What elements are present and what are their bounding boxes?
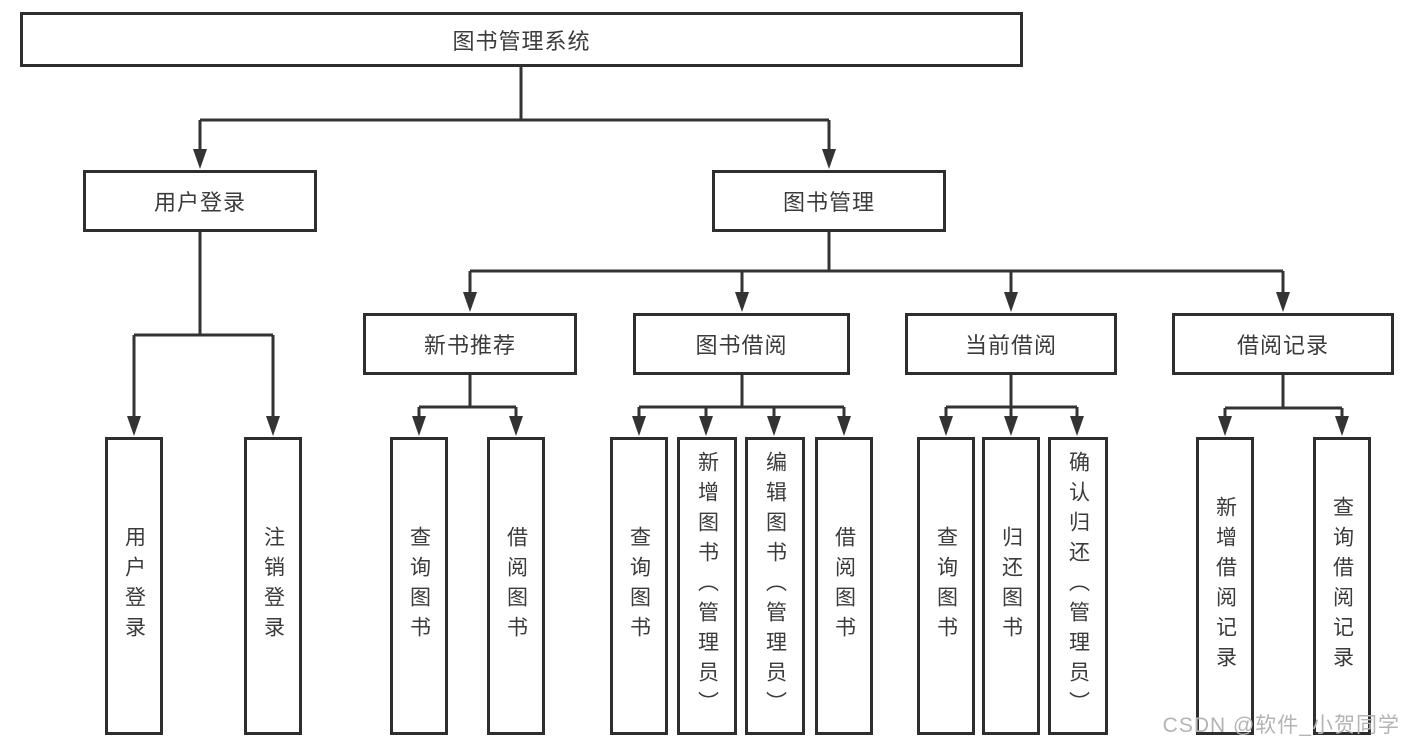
arrowhead-icon — [1004, 416, 1018, 436]
leaf-logout-login: 注销登录 — [244, 437, 302, 735]
arrowhead-icon — [1070, 416, 1084, 436]
leaf-add-borrow-record: 新增借阅记录 — [1196, 437, 1254, 735]
leaf-return-books: 归还图书 — [982, 437, 1040, 735]
node-label: 图书管理 — [782, 190, 875, 215]
node-user-login: 用户登录 — [83, 170, 317, 232]
arrowhead-icon — [463, 292, 477, 312]
node-book-management: 图书管理 — [712, 170, 946, 232]
leaf-edit-books-admin: 编辑图书（管理员） — [745, 437, 805, 735]
arrowhead-icon — [939, 416, 953, 436]
arrowhead-icon — [837, 416, 851, 436]
leaf-query-books-current: 查询图书 — [917, 437, 975, 735]
arrowhead-icon — [735, 292, 749, 312]
watermark: CSDN @软件_小贺同学 — [1162, 714, 1400, 737]
node-label: 查询图书 — [934, 526, 958, 646]
arrowhead-icon — [193, 149, 207, 169]
node-label: 图书借阅 — [695, 333, 788, 358]
node-label: 注销登录 — [261, 526, 285, 646]
node-label: 图书管理系统 — [452, 28, 591, 54]
node-label: 新增图书（管理员） — [695, 451, 719, 721]
node-label: 编辑图书（管理员） — [763, 451, 787, 721]
node-borrow-records: 借阅记录 — [1172, 313, 1394, 375]
arrowhead-icon — [1335, 416, 1349, 436]
node-label: 借阅图书 — [504, 526, 528, 646]
arrowhead-icon — [509, 416, 523, 436]
node-label: 归还图书 — [999, 526, 1023, 646]
node-label: 查询图书 — [627, 526, 651, 646]
arrowhead-icon — [699, 416, 713, 436]
arrowhead-icon — [266, 416, 280, 436]
node-new-book-recommend: 新书推荐 — [363, 313, 577, 375]
leaf-query-books-borrow: 查询图书 — [610, 437, 668, 735]
arrowhead-icon — [1276, 292, 1290, 312]
leaf-query-books-recommend: 查询图书 — [390, 437, 448, 735]
arrowhead-icon — [767, 416, 781, 436]
arrowhead-icon — [127, 416, 141, 436]
node-label: 确认归还（管理员） — [1066, 451, 1090, 721]
node-root: 图书管理系统 — [20, 12, 1023, 67]
node-label: 新增借阅记录 — [1213, 496, 1237, 676]
arrowhead-icon — [1218, 416, 1232, 436]
arrowhead-icon — [412, 416, 426, 436]
leaf-borrow-books: 借阅图书 — [815, 437, 873, 735]
leaf-add-books-admin: 新增图书（管理员） — [677, 437, 737, 735]
leaf-user-login: 用户登录 — [105, 437, 163, 735]
node-label: 查询借阅记录 — [1330, 496, 1354, 676]
arrowhead-icon — [822, 149, 836, 169]
node-book-borrow: 图书借阅 — [633, 313, 850, 375]
leaf-borrow-books-recommend: 借阅图书 — [487, 437, 545, 735]
node-label: 借阅图书 — [832, 526, 856, 646]
leaf-query-borrow-record: 查询借阅记录 — [1313, 437, 1371, 735]
node-label: 借阅记录 — [1236, 333, 1329, 358]
node-label: 用户登录 — [153, 190, 246, 215]
node-label: 用户登录 — [122, 526, 146, 646]
node-current-borrow: 当前借阅 — [905, 313, 1117, 375]
node-label: 当前借阅 — [964, 333, 1057, 358]
leaf-confirm-return-admin: 确认归还（管理员） — [1048, 437, 1108, 735]
arrowhead-icon — [1004, 292, 1018, 312]
node-label: 查询图书 — [407, 526, 431, 646]
arrowhead-icon — [632, 416, 646, 436]
node-label: 新书推荐 — [423, 333, 516, 358]
